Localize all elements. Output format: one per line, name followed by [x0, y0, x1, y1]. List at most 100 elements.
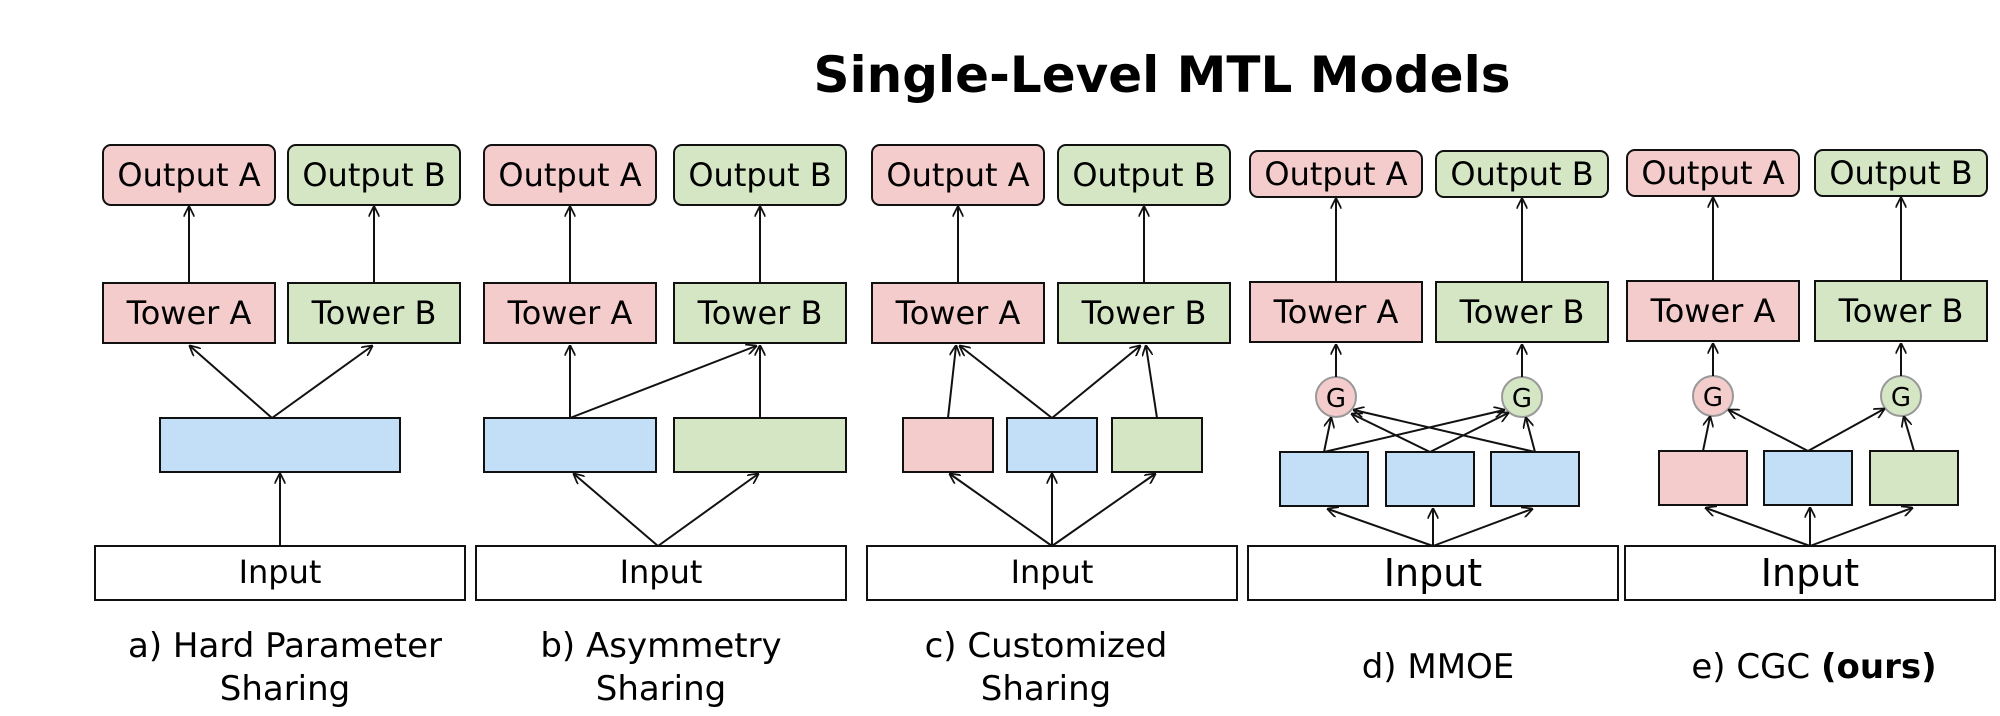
panel-e: Output A Output B Tower A Tower B G G In… — [1624, 149, 1996, 687]
output-b-label: Output B — [688, 156, 831, 194]
arrow — [1807, 409, 1884, 452]
arrow — [271, 346, 372, 419]
input-label: Input — [239, 553, 322, 591]
tower-a-label: Tower A — [1273, 293, 1399, 331]
output-a-label: Output A — [886, 156, 1029, 194]
tower-b-box — [673, 282, 847, 344]
tower-b-label: Tower B — [1459, 293, 1585, 331]
output-b-label: Output B — [1072, 156, 1215, 194]
expert-b-box — [1869, 450, 1959, 506]
gate-a-label: G — [1326, 384, 1346, 414]
arrow — [1146, 346, 1158, 419]
tower-a-label: Tower A — [1650, 292, 1776, 330]
tower-b-box — [287, 282, 461, 344]
arrow — [1051, 474, 1155, 547]
panel-caption-line1: d) MMOE — [1362, 647, 1515, 687]
arrow — [1526, 418, 1536, 453]
panel-caption-line2: Sharing — [220, 669, 351, 709]
output-b-box — [1435, 150, 1609, 198]
tower-b-label: Tower B — [697, 294, 823, 332]
panel-caption-line2: Sharing — [981, 669, 1112, 709]
expert-b-box — [673, 417, 847, 473]
gate-a-label: G — [1703, 383, 1723, 413]
arrow — [1706, 508, 1811, 547]
caption-bold: (ours) — [1821, 647, 1937, 687]
tower-b-label: Tower B — [311, 294, 437, 332]
arrow — [1354, 410, 1536, 453]
input-label: Input — [1384, 551, 1482, 595]
input-label: Input — [1011, 553, 1094, 591]
panel-caption-line1: a) Hard Parameter — [128, 626, 442, 666]
panel-caption-line2: Sharing — [596, 669, 727, 709]
arrow — [1352, 414, 1431, 453]
arrow — [190, 346, 273, 419]
output-a-label: Output A — [1264, 155, 1407, 193]
gate-b-label: G — [1512, 384, 1532, 414]
output-b-label: Output B — [302, 156, 445, 194]
tower-a-label: Tower A — [126, 294, 252, 332]
arrow — [1051, 346, 1140, 419]
tower-a-label: Tower A — [895, 294, 1021, 332]
arrow — [1323, 410, 1504, 453]
input-box — [866, 545, 1238, 601]
panel-a: Output A Output B Tower A Tower B Input … — [94, 144, 466, 709]
expert-a-box — [902, 417, 994, 473]
output-b-box — [287, 144, 461, 206]
output-a-label: Output A — [117, 156, 260, 194]
gate-b-label: G — [1891, 383, 1911, 413]
tower-a-label: Tower A — [507, 294, 633, 332]
expert-shared-box — [1279, 451, 1369, 507]
expert-shared-box — [483, 417, 657, 473]
tower-b-box — [1435, 281, 1609, 343]
output-a-box — [483, 144, 657, 206]
expert-b-box — [1111, 417, 1203, 473]
output-b-label: Output B — [1829, 154, 1972, 192]
caption-prefix: e) CGC — [1691, 647, 1821, 687]
arrow — [1323, 418, 1331, 453]
input-label: Input — [1761, 551, 1859, 595]
tower-a-box — [102, 282, 276, 344]
tower-a-box — [483, 282, 657, 344]
output-b-box — [1814, 149, 1988, 197]
output-a-box — [871, 144, 1045, 206]
output-b-label: Output B — [1450, 155, 1593, 193]
arrow — [569, 346, 756, 419]
arrow — [1809, 508, 1912, 547]
arrow — [1328, 509, 1434, 547]
expert-shared-box — [1490, 451, 1580, 507]
arrow — [960, 346, 1053, 419]
expert-shared-box — [1763, 450, 1853, 506]
output-a-box — [1626, 149, 1800, 197]
panel-b: Output A Output B Tower A Tower B Input … — [475, 144, 847, 709]
expert-shared-box — [1006, 417, 1098, 473]
output-b-box — [1057, 144, 1231, 206]
input-box — [94, 545, 466, 601]
panel-c: Output A Output B Tower A Tower B Input … — [866, 144, 1238, 709]
tower-b-label: Tower B — [1081, 294, 1207, 332]
arrow — [657, 474, 758, 547]
input-box — [1247, 545, 1619, 601]
arrow — [574, 474, 659, 547]
tower-b-box — [1814, 280, 1988, 342]
tower-b-box — [1057, 282, 1231, 344]
tower-a-box — [871, 282, 1045, 344]
panel-caption: e) CGC (ours) — [1691, 647, 1936, 687]
input-label: Input — [620, 553, 703, 591]
output-a-label: Output A — [1641, 154, 1784, 192]
page-title: Single-Level MTL Models — [814, 46, 1511, 104]
arrow — [1432, 509, 1532, 547]
input-box — [475, 545, 847, 601]
output-a-label: Output A — [498, 156, 641, 194]
output-a-box — [102, 144, 276, 206]
panel-caption-line1: b) Asymmetry — [540, 626, 781, 666]
panel-d: Output A Output B Tower A Tower B G G In… — [1247, 150, 1619, 687]
output-a-box — [1249, 150, 1423, 198]
panel-caption-line1: c) Customized — [925, 626, 1168, 666]
arrow — [1904, 417, 1915, 452]
output-b-box — [673, 144, 847, 206]
shared-bottom-box — [159, 417, 401, 473]
arrow — [947, 346, 956, 419]
expert-a-box — [1658, 450, 1748, 506]
arrow — [950, 474, 1053, 547]
